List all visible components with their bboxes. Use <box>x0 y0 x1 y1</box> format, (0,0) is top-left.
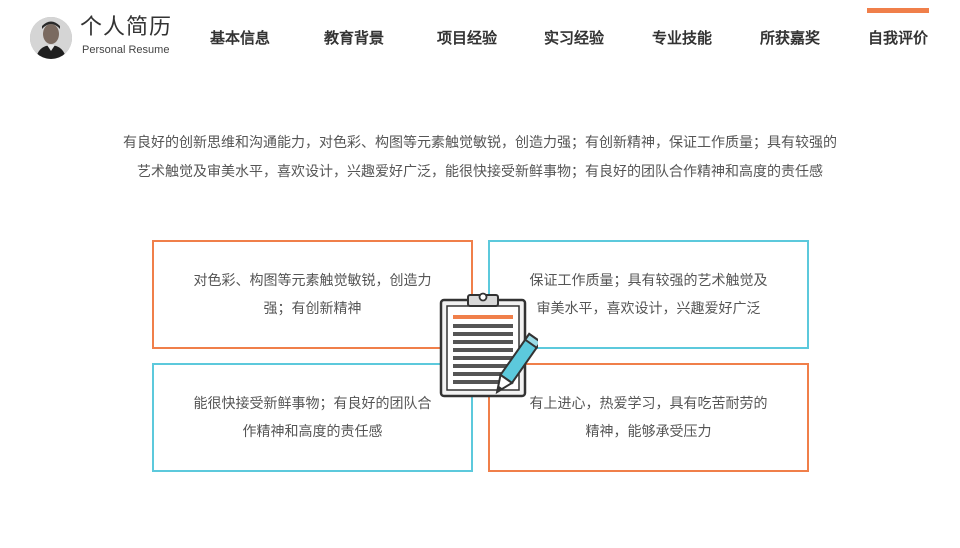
evaluation-card-top-left: 对色彩、构图等元素触觉敏锐，创造力 强；有创新精神 <box>152 240 473 349</box>
card-line: 有上进心，热爱学习，具有吃苦耐劳的 <box>529 395 768 412</box>
header: 个人简历 Personal Resume 基本信息 教育背景 项目经验 实习经验… <box>0 0 960 80</box>
summary-line-2: 艺术触觉及审美水平，喜欢设计，兴趣爱好广泛，能很快接受新鲜事物；有良好的团队合作… <box>137 164 823 180</box>
person-avatar-icon <box>30 17 72 59</box>
clipboard-pencil-icon <box>438 290 543 402</box>
nav-item-projects[interactable]: 项目经验 <box>437 29 498 47</box>
card-text: 能很快接受新鲜事物；有良好的团队合 作精神和高度的责任感 <box>194 390 432 446</box>
card-text: 对色彩、构图等元素触觉敏锐，创造力 强；有创新精神 <box>194 267 432 323</box>
card-line: 作精神和高度的责任感 <box>242 423 383 440</box>
card-line: 审美水平，喜欢设计，兴趣爱好广泛 <box>536 300 761 317</box>
card-text: 保证工作质量；具有较强的艺术触觉及 审美水平，喜欢设计，兴趣爱好广泛 <box>530 267 768 323</box>
nav-item-self-evaluation[interactable]: 自我评价 <box>866 8 930 47</box>
brand-title: 个人简历 <box>80 15 173 40</box>
card-line: 能很快接受新鲜事物；有良好的团队合 <box>193 395 432 412</box>
avatar <box>30 17 72 59</box>
evaluation-card-bottom-left: 能很快接受新鲜事物；有良好的团队合 作精神和高度的责任感 <box>152 363 473 472</box>
nav-item-basic-info[interactable]: 基本信息 <box>210 29 271 47</box>
nav-item-education[interactable]: 教育背景 <box>324 29 385 47</box>
summary-paragraph: 有良好的创新思维和沟通能力，对色彩、构图等元素触觉敏锐，创造力强；有创新精神，保… <box>60 129 900 187</box>
nav-item-awards[interactable]: 所获嘉奖 <box>760 29 821 47</box>
card-line: 对色彩、构图等元素触觉敏锐，创造力 <box>193 272 432 289</box>
card-line: 强；有创新精神 <box>263 300 362 317</box>
evaluation-card-top-right: 保证工作质量；具有较强的艺术触觉及 审美水平，喜欢设计，兴趣爱好广泛 <box>488 240 809 349</box>
evaluation-card-bottom-right: 有上进心，热爱学习，具有吃苦耐劳的 精神，能够承受压力 <box>488 363 809 472</box>
nav-item-skills[interactable]: 专业技能 <box>652 29 713 47</box>
brand-subtitle: Personal Resume <box>82 44 170 56</box>
card-text: 有上进心，热爱学习，具有吃苦耐劳的 精神，能够承受压力 <box>530 390 768 446</box>
nav-item-internship[interactable]: 实习经验 <box>544 29 605 47</box>
summary-line-1: 有良好的创新思维和沟通能力，对色彩、构图等元素触觉敏锐，创造力强；有创新精神，保… <box>123 135 837 151</box>
card-line: 保证工作质量；具有较强的艺术触觉及 <box>529 272 768 289</box>
card-line: 精神，能够承受压力 <box>585 423 712 440</box>
